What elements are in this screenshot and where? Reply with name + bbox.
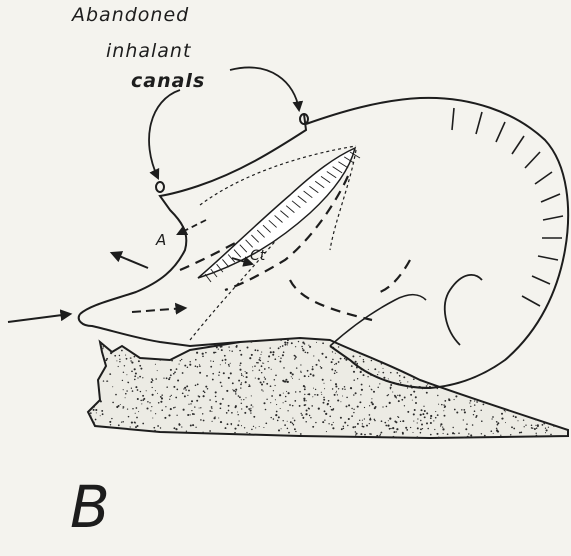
- shell-lower-edge: [330, 295, 426, 346]
- caption-leader-right: [230, 68, 299, 110]
- flow-arrow-icon: [132, 308, 185, 312]
- ctenidium-outline: [198, 148, 355, 278]
- outflow-arrow-icon: [112, 253, 148, 268]
- panel-letter: B: [70, 478, 110, 536]
- inflow-arrow-icon: [8, 314, 70, 322]
- abandoned-canal-1: [156, 182, 164, 192]
- label-ct: Ct: [250, 248, 265, 264]
- shell-inner-whorl: [445, 275, 482, 345]
- siphon-lower-lip: [79, 314, 240, 346]
- caption-leader-left: [149, 90, 180, 178]
- caption-line-1: Abandoned: [72, 4, 189, 26]
- label-a: A: [156, 231, 166, 249]
- caption-line-2: inhalant: [106, 40, 191, 62]
- shell-outline: [306, 98, 568, 388]
- foot-outline: [88, 338, 568, 438]
- shell-ribs: [452, 108, 563, 306]
- caption-line-3: canals: [131, 70, 205, 92]
